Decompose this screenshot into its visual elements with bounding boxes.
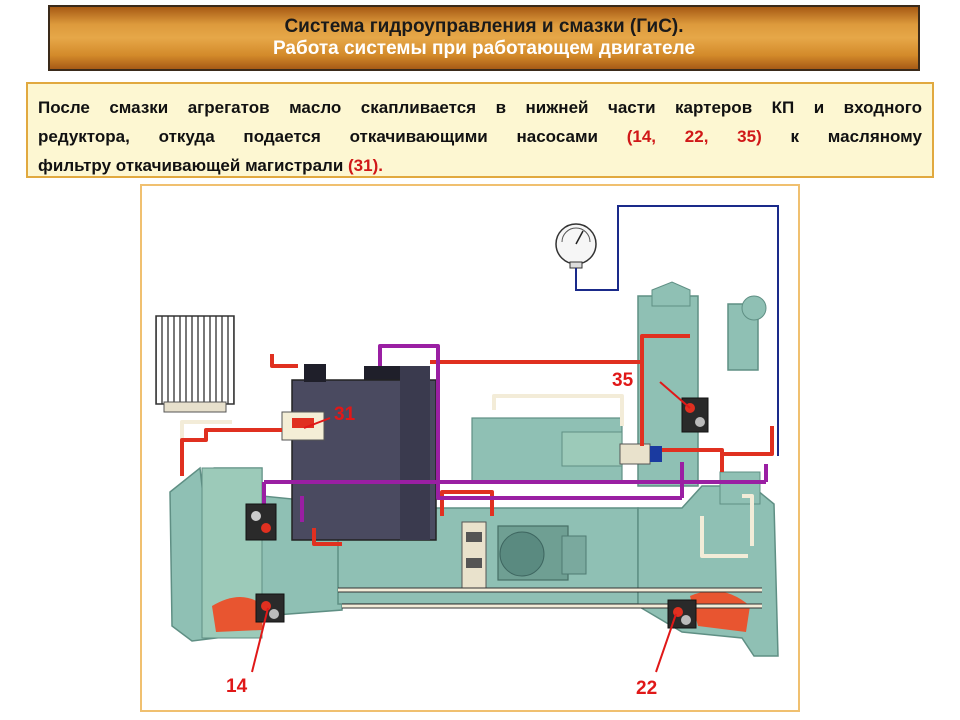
scavenge-pump-14 xyxy=(255,593,285,623)
hydraulic-diagram: 31 35 14 22 xyxy=(140,184,800,712)
slide-subtitle: Работа системы при работающем двигателе xyxy=(272,38,696,59)
scavenge-pump-35 xyxy=(681,397,709,433)
description-line-2: редуктора, откуда подается откачивающими… xyxy=(38,122,922,151)
label-14: 14 xyxy=(226,676,248,697)
transmission-housing xyxy=(637,281,779,657)
main-shaft xyxy=(471,417,623,483)
gauge-signal-line xyxy=(575,205,779,456)
description-text-2b: к масляному xyxy=(790,127,922,146)
pump-numbers: (14, 22, 35) xyxy=(626,127,762,146)
description-line-3: фильтру откачивающей магистрали (31). xyxy=(38,151,922,180)
description-text-3a: фильтру откачивающей магистрали xyxy=(38,156,344,175)
hydraulic-schematic xyxy=(155,205,779,673)
slide-title: Система гидроуправления и смазки (ГиС). xyxy=(284,16,684,37)
radiator xyxy=(155,315,235,413)
oil-pressure-lines xyxy=(180,334,774,546)
label-35: 35 xyxy=(612,370,634,391)
sump-oil-left xyxy=(212,597,264,632)
filter-number: (31). xyxy=(348,156,383,175)
description-text-2a: редуктора, откуда подается откачивающими… xyxy=(38,127,598,146)
label-31: 31 xyxy=(334,404,356,425)
callout-leaders xyxy=(251,381,691,673)
description-box: После смазки агрегатов масло скапливаетс… xyxy=(26,82,934,178)
description-line-1: После смазки агрегатов масло скапливаетс… xyxy=(38,93,922,122)
control-valve xyxy=(461,443,662,593)
pressure-gauge xyxy=(555,223,597,269)
slide-header: Система гидроуправления и смазки (ГиС). … xyxy=(48,5,920,71)
oil-filter-31 xyxy=(281,364,437,541)
label-22: 22 xyxy=(636,678,658,699)
pilot-valve xyxy=(245,503,277,541)
description-text-1: После смазки агрегатов масло скапливаетс… xyxy=(38,98,922,117)
sump-oil-right xyxy=(690,590,750,632)
